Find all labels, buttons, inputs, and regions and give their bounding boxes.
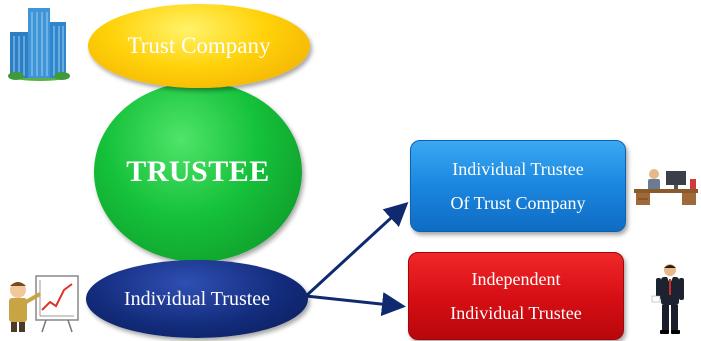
individual-trustee-label: Individual Trustee	[123, 287, 271, 310]
individual-trustee-node: Individual Trustee	[86, 260, 308, 338]
box-blue-line2: Of Trust Company	[450, 193, 586, 213]
trust-company-label: Trust Company	[127, 33, 271, 58]
office-worker-desk-icon	[634, 169, 698, 205]
trustee-label: TRUSTEE	[126, 155, 270, 188]
arrow-to-trust-company-trustee	[304, 201, 409, 298]
independent-individual-trustee-box: Independent Individual Trustee	[408, 252, 624, 340]
trust-company-node: Trust Company	[88, 4, 310, 88]
presenter-chart-icon	[9, 275, 79, 333]
box-blue-line1: Individual Trustee	[452, 159, 584, 179]
trustee-node: TRUSTEE	[94, 82, 302, 262]
office-buildings-icon	[8, 8, 70, 81]
individual-trustee-of-trust-company-box: Individual Trustee Of Trust Company	[410, 140, 626, 232]
box-red-line1: Independent	[471, 269, 561, 289]
box-red-line2: Individual Trustee	[450, 303, 582, 323]
businessman-standing-icon	[651, 264, 684, 334]
arrow-to-independent-trustee	[305, 292, 406, 317]
